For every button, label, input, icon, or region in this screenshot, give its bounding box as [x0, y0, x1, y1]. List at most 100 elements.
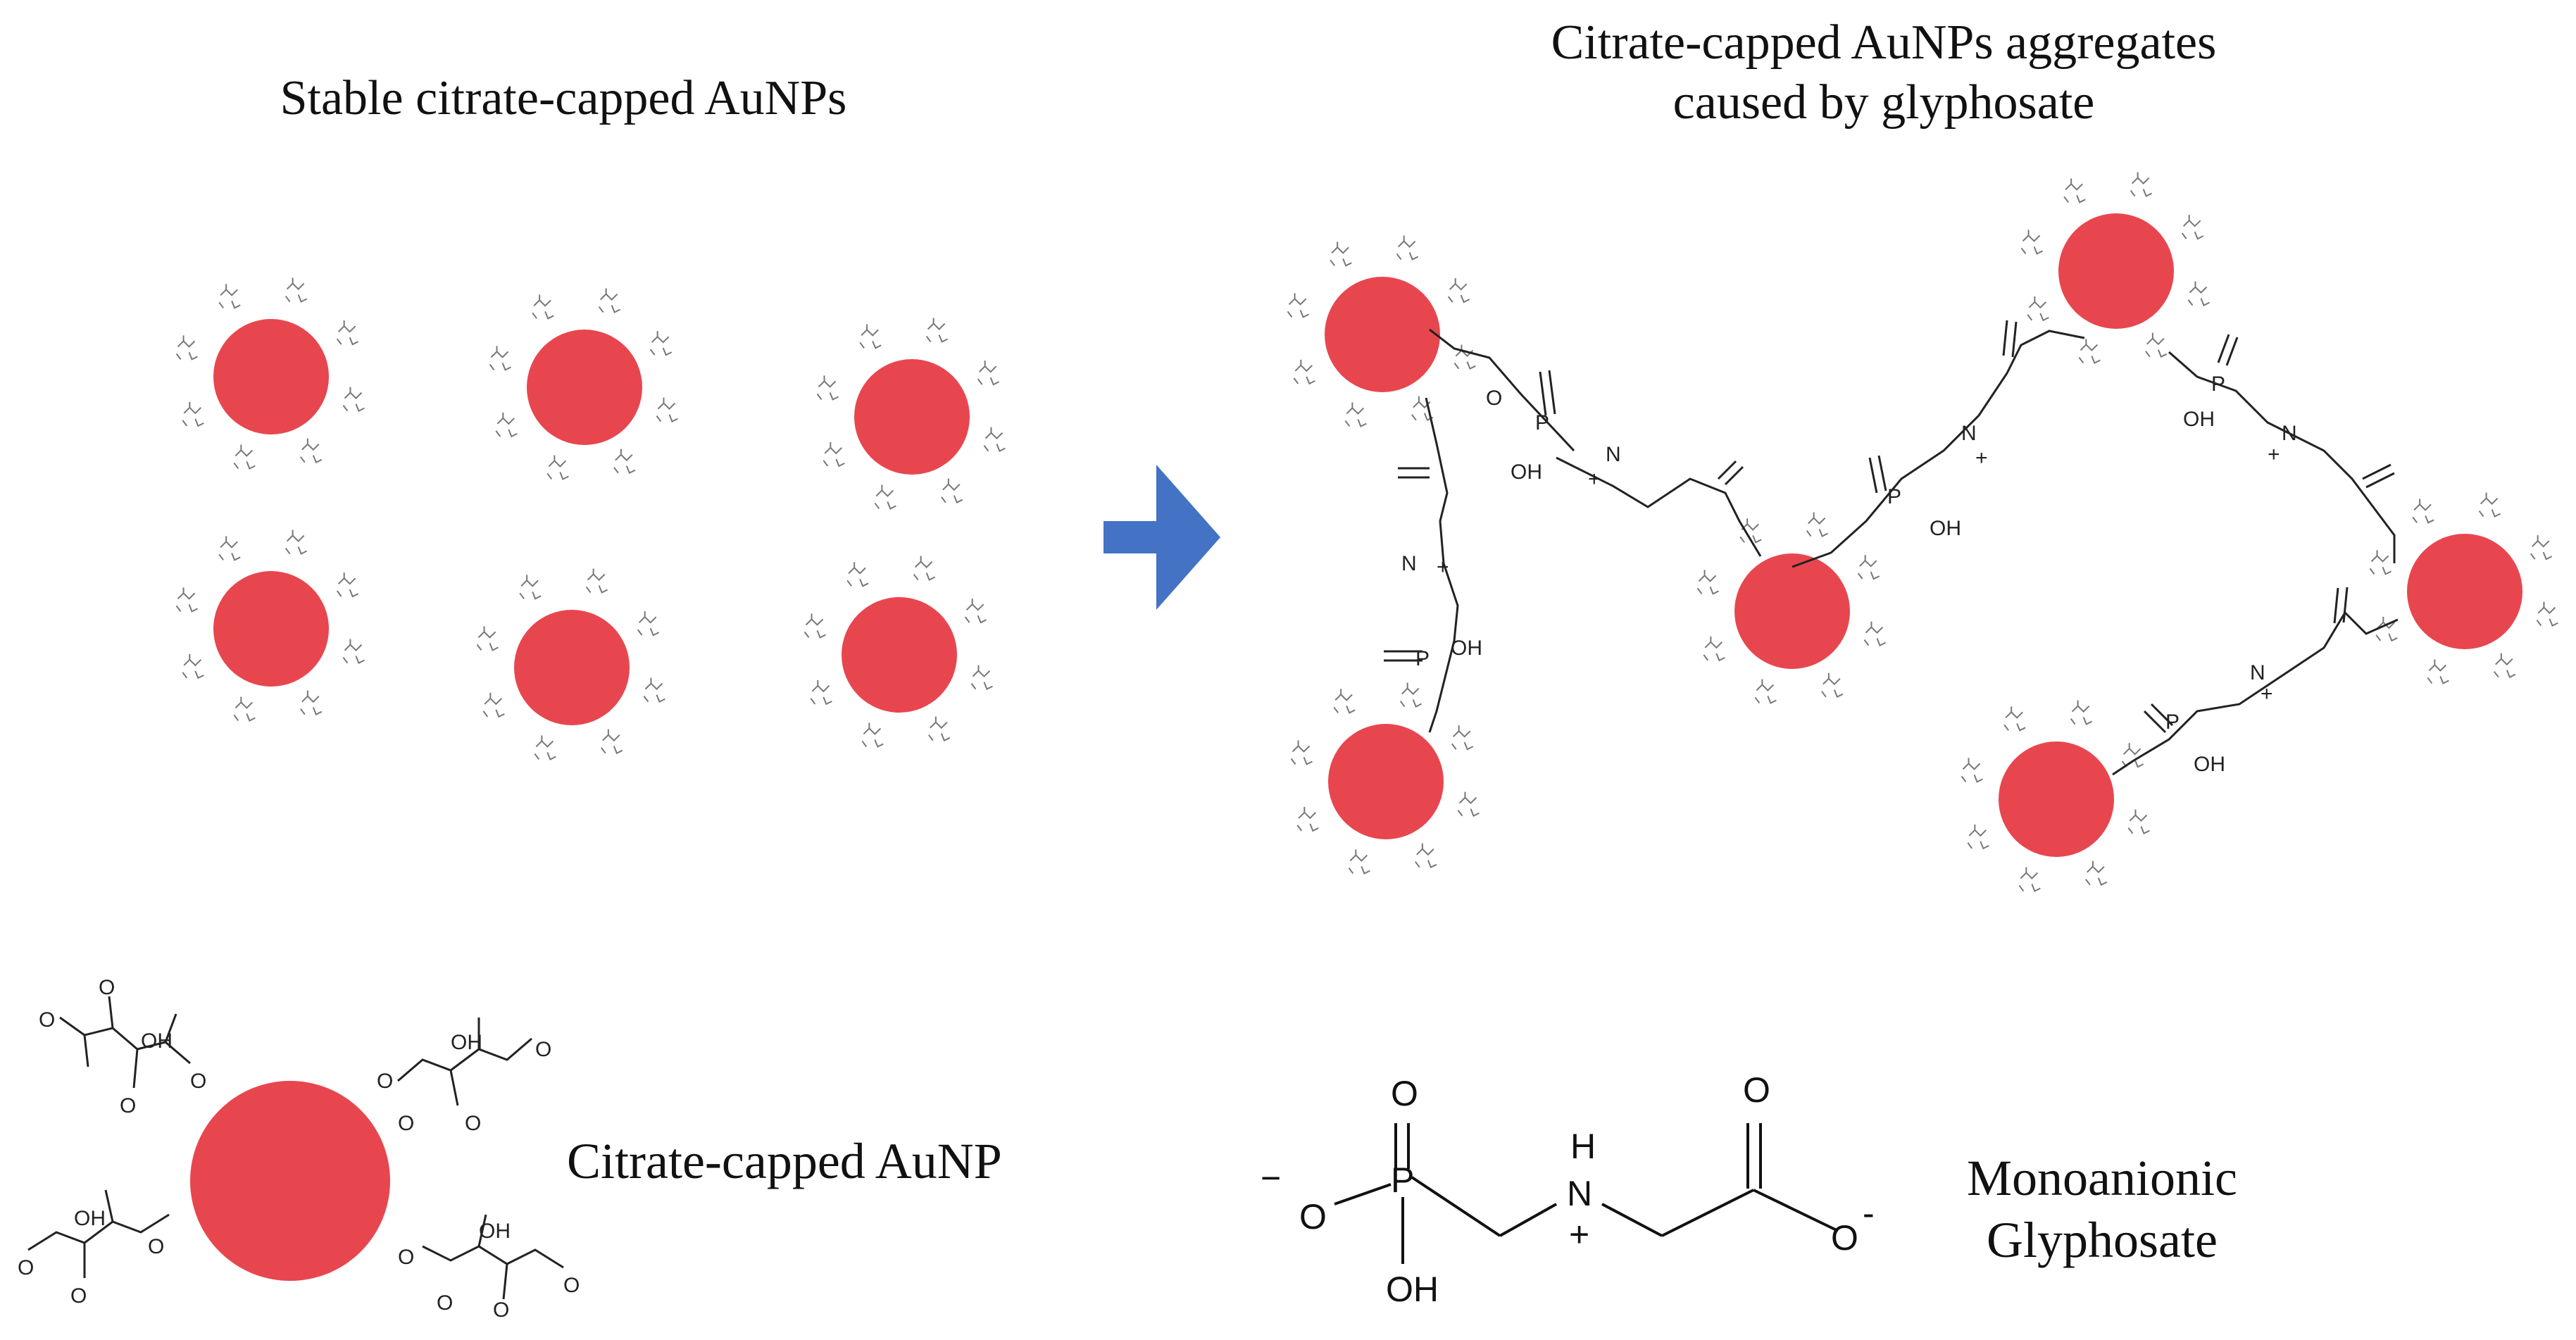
citrate-ligand-tuft	[964, 599, 987, 624]
stable-nanoparticle-group	[175, 277, 1006, 760]
glyphosate-bridge-bonds	[1384, 320, 2399, 776]
citrate-o-label-11: O	[148, 1235, 164, 1258]
citrate-ligand-tuft	[233, 444, 256, 470]
bridge-plus3-label: +	[1975, 446, 1988, 470]
stable-nanoparticle-5	[514, 610, 630, 725]
citrate-ligand-tuft	[532, 294, 554, 320]
citrate-ligand-tuft	[816, 375, 839, 401]
large-citrate-ligands	[27, 996, 564, 1300]
citrate-ligand-tuft	[285, 277, 308, 303]
citrate-ligand-tuft	[2187, 281, 2210, 307]
bridge-nh-label: N	[1606, 443, 1621, 466]
citrate-ligand-tuft	[649, 331, 673, 356]
citrate-ligand-tuft	[1415, 843, 1437, 869]
aggregate-nanoparticle-1	[1325, 277, 1440, 392]
citrate-oh-label-1: OH	[141, 1029, 173, 1053]
process-arrow	[1103, 465, 1220, 610]
citrate-ligand-tuft	[859, 324, 882, 349]
bridge-o-label: O	[1486, 387, 1502, 410]
large-citrate-atom-labels: OH O O O O OH O O O O OH O O O OH O O O …	[18, 976, 580, 1322]
citrate-ligand-tuft	[175, 587, 198, 613]
citrate-ligand-tuft	[1821, 672, 1844, 699]
citrate-ligand-tuft	[941, 478, 963, 504]
glyphosate-structure-labels: − O O P OH H N + O O -	[1261, 1070, 1875, 1309]
stable-nanoparticle-2	[527, 330, 642, 445]
citrate-ligand-tuft	[810, 680, 832, 706]
citrate-ligand-tuft	[1967, 824, 1989, 850]
citrate-ligand-tuft	[1457, 791, 1480, 818]
citrate-ligand-tuft	[546, 455, 569, 480]
citrate-ligand-tuft	[1739, 518, 1762, 544]
citrate-o-label-12: O	[398, 1246, 414, 1269]
glyphosate-o-minus-left: O	[1299, 1197, 1327, 1236]
citrate-ligand-tuft	[1287, 293, 1309, 318]
citrate-ligand-tuft	[2427, 659, 2449, 684]
citrate-ligand-tuft	[1399, 682, 1423, 708]
citrate-ligand-tuft	[2412, 499, 2434, 524]
citrate-ligand-tuft	[1333, 689, 1356, 714]
citrate-o-label-8: O	[465, 1112, 481, 1135]
citrate-oh-label-4: OH	[479, 1220, 511, 1243]
bridge-n3-label: N	[1961, 422, 1977, 445]
citrate-ligand-tuft	[2369, 550, 2391, 575]
citrate-o-label-1: O	[99, 976, 115, 999]
citrate-ligand-tuft	[2027, 296, 2049, 322]
citrate-ligand-tuft	[519, 575, 542, 600]
glyphosate-n: N	[1567, 1174, 1592, 1213]
glyphosate-h: H	[1570, 1127, 1596, 1166]
bridge-p4-label: P	[2211, 372, 2225, 396]
citrate-ligand-tuft	[983, 427, 1006, 453]
citrate-ligand-tuft	[2020, 230, 2043, 255]
citrate-ligand-tuft	[233, 696, 256, 722]
citrate-o-label-3: O	[120, 1094, 136, 1117]
citrate-ligand-tuft	[1330, 242, 1352, 267]
bridge-n4-label: N	[2282, 422, 2297, 445]
aggregate-nanoparticle-4	[2407, 534, 2522, 649]
citrate-ligand-tuft	[218, 284, 241, 309]
citrate-ligand-tuft	[2478, 492, 2501, 518]
stable-nanoparticle-1	[213, 319, 329, 434]
citrate-ligand-tuft	[2145, 332, 2168, 358]
citrate-ligand-tuft	[336, 572, 359, 598]
citrate-ligand-tuft	[925, 318, 949, 343]
citrate-ligand-tuft	[175, 335, 198, 361]
citrate-ligand-tuft	[1961, 758, 1983, 783]
citrate-ligand-tuft	[928, 716, 951, 742]
citrate-ligand-tuft	[656, 397, 678, 423]
citrate-ligand-tuft	[643, 677, 665, 703]
large-citrate-capped-nanoparticle	[190, 1081, 390, 1281]
citrate-ligand-tuft	[1863, 621, 1886, 647]
citrate-ligand-tuft	[613, 449, 636, 475]
monoanionic-label-line2: Glyphosate	[1987, 1211, 2218, 1268]
citrate-ligand-tuft	[2121, 743, 2144, 768]
citrate-ligand-tuft	[2181, 215, 2204, 240]
monoanionic-label-line1: Monoanionic	[1967, 1150, 2237, 1206]
citrate-oh-label-3: OH	[74, 1207, 106, 1230]
citrate-ligand-tuft	[2494, 653, 2516, 679]
citrate-ligand-tuft	[1451, 725, 1474, 751]
citrate-ligand-tuft	[182, 653, 204, 680]
citrate-o-label-4: O	[190, 1070, 206, 1093]
citrate-ligand-tuft	[861, 722, 884, 748]
aggregates-caption: Citrate-capped AuNPs aggregates caused b…	[1444, 13, 2324, 133]
citrate-ligand-tuft	[1754, 679, 1777, 704]
bridge-p5-label: P	[2165, 710, 2180, 734]
citrate-ligand-tuft	[2003, 706, 2026, 732]
citrate-ligand-tuft	[846, 562, 869, 587]
citrate-ligand-tuft	[300, 690, 323, 716]
citrate-ligand-tuft	[977, 361, 1000, 386]
citrate-o-label-2: O	[39, 1008, 55, 1032]
glyphosate-plus: +	[1569, 1215, 1589, 1254]
bridge-n2-label: N	[1401, 552, 1417, 575]
glyphosate-oh: OH	[1386, 1270, 1439, 1309]
bridge-p2-label: P	[1415, 647, 1430, 670]
citrate-ligand-tuft	[970, 665, 993, 691]
citrate-ligand-tuft	[285, 530, 308, 555]
citrate-ligand-tuft	[1447, 278, 1470, 303]
citrate-ligand-tuft	[585, 568, 608, 594]
stable-aunps-caption: Stable citrate-capped AuNPs	[280, 71, 847, 125]
citrate-ligand-tuft	[1411, 396, 1434, 422]
citrate-ligand-tuft	[218, 536, 241, 561]
